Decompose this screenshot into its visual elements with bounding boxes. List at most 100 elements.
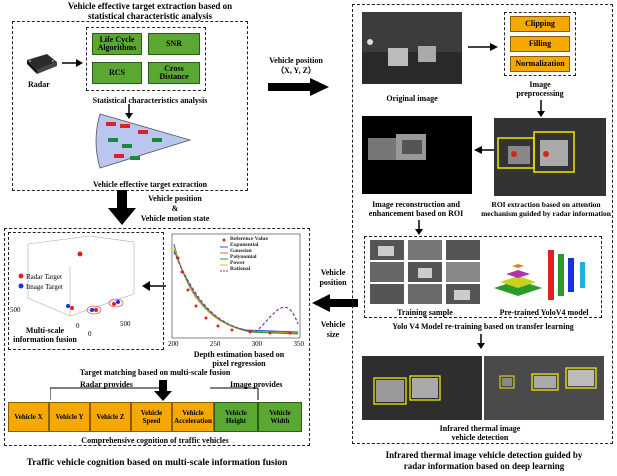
box-cross-distance: Cross Distance [148, 62, 200, 84]
mid-line-4: size [326, 330, 340, 339]
preprocess-group [504, 12, 576, 76]
recon-line-1: Image reconstruction and [372, 200, 460, 209]
depth-estimation-label: Depth estimation based on pixel regressi… [176, 350, 302, 368]
provides-row: Vehicle X Vehicle Y Vehicle Z Vehicle Sp… [8, 402, 302, 432]
det-line-2: vehicle detection [451, 433, 509, 442]
tick-y-0: 0 [88, 330, 92, 338]
arrow-down-small [125, 104, 133, 119]
original-image-label: Original image [386, 94, 438, 103]
stat-analysis-label: Statistical characteristics analysis [92, 96, 208, 105]
mid-line-1: Vehicle [320, 268, 346, 277]
item-vehicle-y: Vehicle Y [49, 402, 90, 432]
depth-curve-chart [171, 233, 301, 339]
item-vehicle-height: Vehicle Height [214, 402, 258, 432]
left-top-title: Vehicle effective target extraction base… [20, 1, 280, 21]
target-matching-label: Target matching based on multi-scale fus… [79, 368, 231, 377]
arrow-down-to-detection [477, 334, 485, 349]
yolo-model-icon [494, 250, 585, 300]
ms-line-2: information fusion [13, 335, 77, 344]
vehicle-position-label: Vehicle position （X, Y, Z） [258, 56, 334, 76]
radar-icon [27, 54, 57, 74]
right-panel [352, 4, 613, 444]
recon-line-2: enhancement based on ROI [368, 209, 464, 218]
motion-line-1: Vehicle position [148, 194, 202, 203]
caption-line-1: Infrared thermal image vehicle detection… [385, 450, 583, 460]
depth-line-1: Depth estimation based on [193, 350, 285, 359]
roi-image [494, 118, 606, 196]
legend-gaussian: Gaussian [230, 248, 252, 254]
vp-line-1: Vehicle position [269, 56, 323, 65]
mid-line-3: Vehicle [320, 320, 346, 329]
provides-bracket [50, 380, 259, 401]
legend-radar-target: Radar Target [26, 273, 62, 281]
training-sample-label: Training sample [397, 308, 453, 317]
left-caption: Traffic vehicle cognition based on multi… [26, 458, 288, 468]
tick-y-500: 500 [120, 320, 131, 328]
arrow-roi-to-recon [474, 146, 496, 154]
right-caption: Infrared thermal image vehicle detection… [352, 450, 616, 472]
x-tick: 350 [293, 340, 304, 348]
multiscale-fusion-label: Multi-scale information fusion [10, 326, 80, 344]
preprocess-label: Image preprocessing [500, 80, 580, 98]
original-image [362, 12, 462, 84]
item-vehicle-acceleration: Vehicle Acceleration [172, 402, 214, 432]
legend-exponential: Exponential [230, 242, 259, 248]
scatter-legend-markers [18, 273, 24, 289]
preproc-filling: Filling [510, 36, 570, 52]
vp-line-2: （X, Y, Z） [276, 66, 316, 75]
motion-line-2: & [171, 204, 179, 213]
item-vehicle-width: Vehicle Width [258, 402, 302, 432]
radar-fan-view [95, 113, 192, 169]
training-samples [370, 240, 480, 304]
arrow-to-right-panel [268, 78, 329, 96]
det-line-1: Infrared thermal image [439, 424, 521, 433]
pp-line-2: preprocessing [516, 89, 564, 98]
x-tick: 300 [251, 340, 263, 348]
item-vehicle-x: Vehicle X [8, 402, 49, 432]
cognition-label: Comprehensive cognition of traffic vehic… [81, 436, 229, 445]
legend-rational: Rational [230, 266, 251, 272]
x-tick: 250 [209, 340, 221, 348]
reconstructed-image [362, 116, 472, 194]
preproc-normalization: Normalization [510, 56, 570, 72]
mid-arrow-label-bottom: Vehicle size [312, 320, 354, 340]
scatter-subpanel [8, 232, 164, 350]
x-tick: 200 [168, 340, 179, 348]
arrow-to-preprocess [468, 43, 498, 51]
effective-extraction-label: Vehicle effective target extraction [92, 180, 208, 189]
arrow-down-big [108, 190, 136, 225]
depth-line-2: pixel regression [212, 359, 266, 368]
tick-z-500: 500 [10, 306, 21, 314]
item-vehicle-z: Vehicle Z [90, 402, 131, 432]
title-line-2: statistical characteristic analysis [88, 11, 212, 21]
training-group [364, 236, 602, 318]
detection-label: Infrared thermal image vehicle detection [410, 424, 550, 442]
preproc-clipping: Clipping [510, 16, 570, 32]
left-top-panel [12, 21, 248, 191]
box-snr: SNR [148, 33, 200, 55]
arrow-down-to-training [415, 220, 423, 235]
arrow-curve-to-scatter [142, 281, 166, 291]
ms-line-1: Multi-scale [25, 326, 65, 335]
legend-polynomial: Polynomial [230, 254, 257, 260]
roi-label: ROI extraction based on attention mechan… [476, 200, 616, 218]
reconstruction-label: Image reconstruction and enhancement bas… [352, 200, 480, 218]
motion-line-3: Vehicle motion state [140, 214, 210, 223]
arrow-right-to-left [312, 294, 358, 312]
tick-x-0: 0 [76, 322, 80, 330]
analysis-box-group [86, 27, 206, 91]
box-life-cycle: Life Cycle Algorithms [92, 33, 142, 55]
box-rcs: RCS [92, 62, 142, 84]
mid-arrow-label-top: Vehicle position [312, 268, 354, 288]
legend-reference: Reference Value [230, 236, 268, 242]
arrow-down-to-roi [537, 100, 545, 117]
detection-images [362, 356, 604, 420]
item-vehicle-speed: Vehicle Speed [131, 402, 172, 432]
retraining-label: Yolo V4 Model re-training based on trans… [392, 322, 574, 331]
legend-image-target: Image Target [26, 283, 63, 291]
depth-legend: Reference Value Exponential Gaussian Pol… [230, 236, 268, 272]
title-line-1: Vehicle effective target extraction base… [67, 1, 233, 11]
motion-label: Vehicle position & Vehicle motion state [130, 194, 220, 224]
roi-line-1: ROI extraction based on attention [491, 200, 601, 209]
image-provides-label: Image provides [230, 380, 283, 389]
